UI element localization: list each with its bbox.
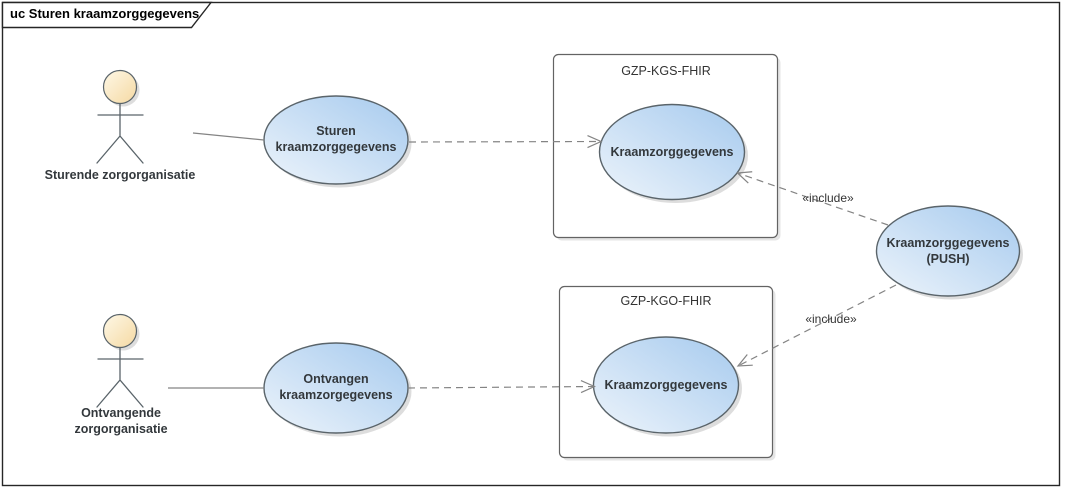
association-sturende-sturen[interactable] — [192, 132, 265, 141]
dependency-sturen-to-kgs[interactable] — [408, 134, 603, 149]
frame-title-tab[interactable] — [1, 1, 213, 29]
usecase-kraamzorggegevens-push[interactable] — [875, 205, 1024, 300]
actor-sturende-zorgorganisatie[interactable] — [96, 69, 144, 164]
usecase-ontvangen-kraamzorgegevens[interactable] — [263, 342, 412, 437]
usecase-sturen-kraamzorggegevens[interactable] — [263, 95, 412, 188]
include-push-to-kgo[interactable] — [736, 284, 897, 367]
include-push-to-kgs[interactable] — [736, 171, 889, 226]
actor-ontvangende-zorgorganisatie[interactable] — [96, 313, 144, 408]
diagram-title: uc Sturen kraamzorggegevens — [10, 6, 200, 21]
usecase-kgs-kraamzorggegevens[interactable] — [598, 103, 749, 204]
usecase-kgo-kraamzorggegevens[interactable] — [592, 336, 743, 437]
